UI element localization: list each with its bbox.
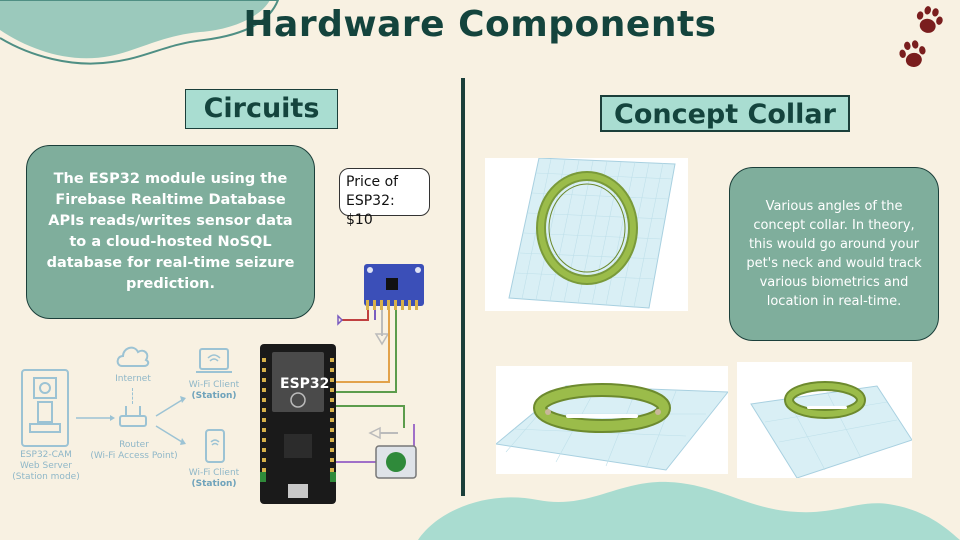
circuits-description-text: The ESP32 module using the Firebase Real… bbox=[46, 171, 295, 292]
esp32-cam-label: ESP32-CAM Web Server (Station mode) bbox=[8, 450, 84, 483]
server-label-3: (Station mode) bbox=[12, 472, 80, 482]
router-icon bbox=[119, 406, 147, 427]
cloud-icon bbox=[116, 346, 150, 367]
esp32-board-label: ESP32 bbox=[280, 376, 329, 392]
collar-description-text: Various angles of the concept collar. In… bbox=[746, 199, 922, 309]
server-label-1: ESP32-CAM bbox=[20, 450, 72, 460]
price-line-2: ESP32: $10 bbox=[346, 193, 395, 228]
collar-top-view-image bbox=[485, 157, 688, 311]
client-top-label-1: Wi-Fi Client bbox=[188, 380, 240, 390]
internet-link-line bbox=[132, 388, 134, 404]
collar-side-view-image bbox=[494, 366, 730, 474]
collar-angled-view-image bbox=[737, 362, 913, 479]
client-top-label-2: (Station) bbox=[191, 391, 237, 401]
client-bottom-label-2: (Station) bbox=[191, 479, 237, 489]
collar-description-card: Various angles of the concept collar. In… bbox=[729, 167, 939, 341]
server-label-2: Web Server bbox=[20, 461, 72, 471]
circuits-description-card: The ESP32 module using the Firebase Real… bbox=[26, 145, 315, 319]
circuits-heading: Circuits bbox=[185, 89, 338, 129]
esp32-wiring-illustration: ESP32 bbox=[260, 264, 424, 504]
price-line-1: Price of bbox=[346, 174, 399, 190]
phone-icon bbox=[205, 429, 225, 463]
laptop-icon bbox=[196, 348, 232, 373]
top-left-wave-decoration bbox=[0, 0, 280, 65]
esp32-cam-icon bbox=[21, 369, 69, 447]
router-label: Router (Wi-Fi Access Point) bbox=[86, 440, 182, 462]
client-top-label: Wi-Fi Client (Station) bbox=[182, 380, 246, 402]
client-bottom-label: Wi-Fi Client (Station) bbox=[182, 468, 246, 490]
paw-print-icon bbox=[916, 6, 943, 33]
diagram-arrows bbox=[76, 396, 186, 445]
client-bottom-label-1: Wi-Fi Client bbox=[188, 468, 240, 478]
column-divider bbox=[461, 78, 465, 496]
network-diagram: ESP32-CAM Web Server (Station mode) Inte… bbox=[12, 340, 254, 500]
router-label-2: (Wi-Fi Access Point) bbox=[90, 451, 178, 461]
paw-print-icon bbox=[899, 40, 926, 67]
slide-title: Hardware Components bbox=[243, 4, 717, 45]
bottom-wave-decoration bbox=[418, 481, 960, 540]
price-box: Price of ESP32: $10 bbox=[339, 168, 430, 228]
router-label-1: Router bbox=[119, 440, 149, 450]
internet-label: Internet bbox=[115, 374, 151, 384]
collar-heading: Concept Collar bbox=[600, 95, 850, 132]
